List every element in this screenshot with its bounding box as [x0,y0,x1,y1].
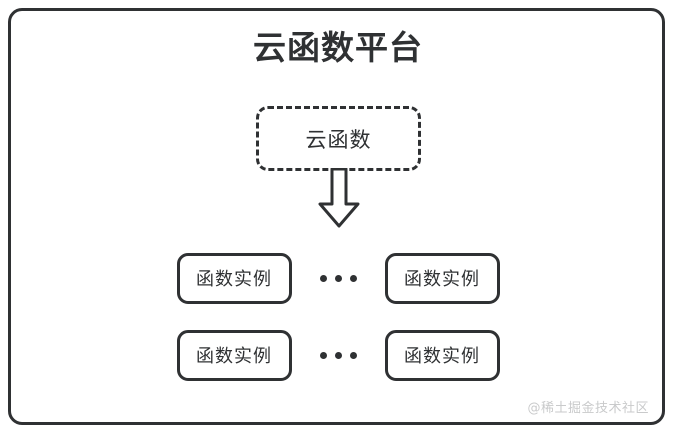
function-instance-label: 函数实例 [196,269,272,290]
ellipsis-dot [319,274,327,282]
ellipsis-dot [349,351,357,359]
ellipsis-dot [319,351,327,359]
function-instance-label: 函数实例 [404,346,480,367]
function-instance-box: 函数实例 [176,252,292,304]
instance-row: 函数实例 函数实例 [0,252,676,304]
function-instance-box: 函数实例 [384,252,500,304]
ellipsis-icon [292,274,385,282]
ellipsis-dot [334,351,342,359]
function-instance-box: 函数实例 [176,329,292,381]
function-instance-box: 函数实例 [384,329,500,381]
down-arrow-icon [318,167,360,228]
cloud-function-label: 云函数 [305,127,372,152]
function-instance-label: 函数实例 [404,269,480,290]
watermark: @稀土掘金技术社区 [527,401,649,416]
ellipsis-icon [292,351,385,359]
instance-row: 函数实例 函数实例 [0,329,676,381]
ellipsis-dot [334,274,342,282]
cloud-function-node: 云函数 [256,106,421,171]
function-instance-label: 函数实例 [196,346,272,367]
page-title: 云函数平台 [253,28,423,67]
ellipsis-dot [349,274,357,282]
